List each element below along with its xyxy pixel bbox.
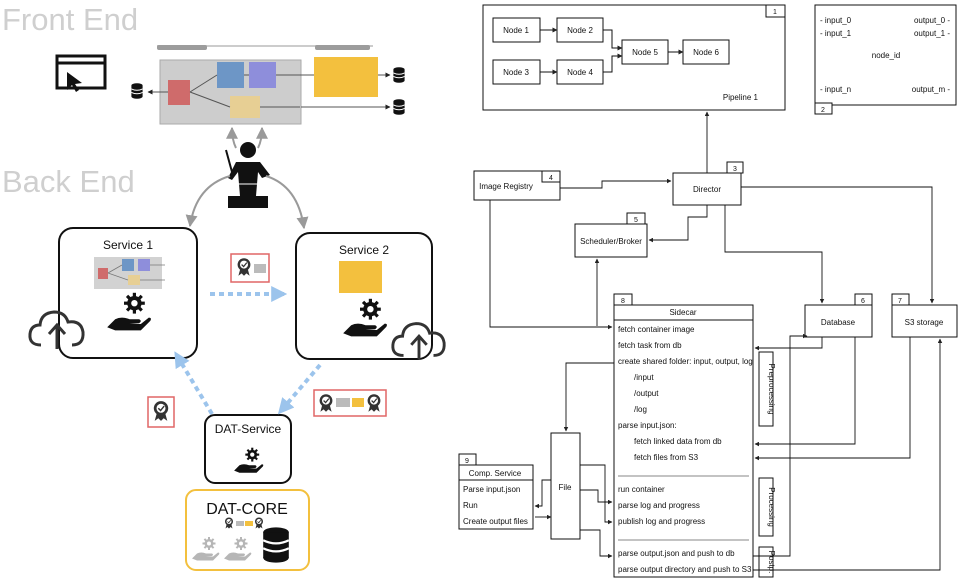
svg-text:parse output directory and pus: parse output directory and push to S3 [618, 565, 752, 574]
database-icon [392, 98, 406, 116]
database-icon [262, 526, 290, 564]
browser-window-icon [55, 54, 107, 92]
director-box: 3 Director [672, 161, 744, 206]
svg-text:9: 9 [465, 458, 469, 465]
svg-text:6: 6 [861, 298, 865, 305]
processing-phase-label: Processing [758, 477, 776, 537]
svg-text:Parse input.json: Parse input.json [463, 485, 520, 494]
preprocessing-phase-label: Preprocessing [758, 351, 776, 427]
service-2-box: Service 2 [295, 232, 433, 360]
conductor-icon [225, 142, 270, 208]
svg-text:output_m -: output_m - [912, 85, 951, 94]
front-end-heading: Front End [2, 2, 138, 37]
certificate-pair-badge [313, 389, 387, 417]
svg-text:fetch linked data from db: fetch linked data from db [634, 437, 722, 446]
svg-text:Image Registry: Image Registry [479, 182, 533, 191]
dat-core-label: DAT-CORE [206, 501, 287, 518]
svg-text:parse output.json and push to: parse output.json and push to db [618, 549, 735, 558]
certificate-transfer-badge [230, 253, 270, 283]
dat-to-service1-arrow [174, 351, 214, 416]
dat-service-label: DAT-Service [215, 422, 282, 436]
svg-text:create shared folder: input, o: create shared folder: input, output, log [618, 357, 753, 366]
pipeline-node-4: Node 4 [556, 59, 604, 85]
svg-text:parse input.json:: parse input.json: [618, 421, 677, 430]
back-end-heading: Back End [2, 164, 135, 199]
sidecar-box: 8 Sidecar fetch container image fetch ta… [613, 293, 754, 578]
conductor-to-frontend-arrow [226, 126, 239, 149]
svg-text:output_0 -: output_0 - [914, 16, 950, 25]
svg-text:output_1 -: output_1 - [914, 29, 950, 38]
svg-text:node_id: node_id [872, 51, 900, 60]
svg-text:fetch files from S3: fetch files from S3 [634, 453, 699, 462]
svg-text:4: 4 [549, 175, 553, 182]
pipeline-node-5: Node 5 [621, 39, 669, 65]
svg-text:- input_n: - input_n [820, 85, 851, 94]
svg-text:/output: /output [634, 389, 659, 398]
service-2-label: Service 2 [339, 243, 389, 257]
svg-text:3: 3 [733, 166, 737, 173]
svg-text:Create output files: Create output files [463, 517, 528, 526]
svg-text:/log: /log [634, 405, 647, 414]
comp-service-box: 9 Comp. Service Parse input.json Run Cre… [458, 453, 534, 530]
svg-text:Director: Director [693, 185, 721, 194]
svg-text:2: 2 [821, 107, 825, 114]
svg-text:File: File [559, 483, 572, 492]
svg-text:Preprocessing: Preprocessing [767, 363, 776, 414]
svg-text:Run: Run [463, 501, 478, 510]
svg-text:Node 4: Node 4 [567, 68, 593, 77]
database-icon [392, 66, 406, 84]
image-registry-box: 4 Image Registry [473, 170, 561, 201]
s3-storage-box: 7 S3 storage [891, 293, 958, 338]
svg-text:5: 5 [634, 217, 638, 224]
service-1-box: Service 1 [58, 227, 198, 359]
svg-text:Node 3: Node 3 [503, 68, 529, 77]
svg-text:Scheduler/Broker: Scheduler/Broker [580, 237, 642, 246]
svg-text:Processing: Processing [767, 487, 776, 527]
postprocessing-phase-label: Postp. [758, 546, 776, 578]
svg-text:8: 8 [621, 298, 625, 305]
service2-to-dat-arrow [277, 363, 322, 415]
svg-text:run container: run container [618, 485, 665, 494]
svg-text:Postp.: Postp. [767, 551, 776, 574]
file-box: File [550, 432, 581, 540]
svg-text:Database: Database [821, 318, 856, 327]
database-icon [130, 82, 144, 100]
frontend-pipeline-canvas [147, 45, 391, 125]
conductor-to-service2-arrow [265, 175, 309, 230]
svg-text:S3 storage: S3 storage [905, 318, 944, 327]
svg-text:parse log and progress: parse log and progress [618, 501, 700, 510]
svg-text:Node 6: Node 6 [693, 48, 719, 57]
svg-text:7: 7 [898, 298, 902, 305]
svg-text:Node 2: Node 2 [567, 26, 593, 35]
scheduler-broker-box: 5 Scheduler/Broker [574, 212, 648, 258]
conductor-to-service1-arrow [185, 175, 231, 228]
pipeline-node-3: Node 3 [492, 59, 541, 85]
svg-text:1: 1 [773, 9, 777, 16]
service-1-label: Service 1 [103, 238, 153, 252]
pipeline-node-6: Node 6 [682, 39, 730, 65]
dat-service-box: DAT-Service [204, 414, 292, 484]
svg-text:Node 5: Node 5 [632, 48, 658, 57]
svg-text:publish log and progress: publish log and progress [618, 517, 705, 526]
svg-text:fetch container image: fetch container image [618, 325, 695, 334]
svg-text:fetch task from db: fetch task from db [618, 341, 682, 350]
svg-text:Node 1: Node 1 [503, 26, 529, 35]
svg-text:/input: /input [634, 373, 654, 382]
svg-text:Sidecar: Sidecar [669, 308, 696, 317]
dat-core-box: DAT-CORE [185, 489, 310, 571]
certificate-badge [147, 396, 175, 428]
svg-text:- input_1: - input_1 [820, 29, 852, 38]
pipeline-node-1: Node 1 [492, 17, 541, 43]
pipeline-edges [540, 27, 684, 75]
svg-text:Pipeline 1: Pipeline 1 [723, 93, 759, 102]
svg-text:- input_0: - input_0 [820, 16, 852, 25]
node-definition-box: 2 - input_0 - input_1 - input_n output_0… [814, 4, 957, 115]
svg-text:Comp. Service: Comp. Service [469, 469, 522, 478]
database-box: 6 Database [804, 293, 873, 338]
conductor-to-frontend-arrow [255, 126, 268, 149]
pipeline-node-2: Node 2 [556, 17, 604, 43]
flow-arrows [489, 111, 943, 571]
